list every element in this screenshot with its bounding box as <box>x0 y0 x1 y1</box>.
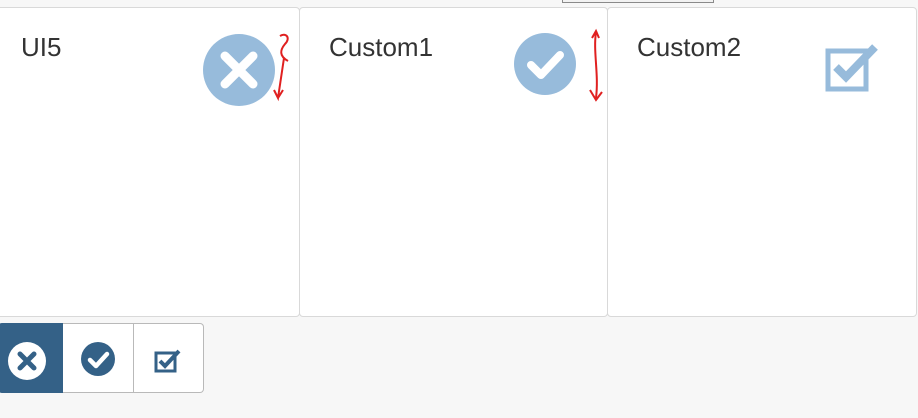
tile-custom1[interactable]: Custom1 <box>299 7 608 317</box>
checkbox-toggle-button[interactable] <box>134 323 204 393</box>
checkbox-checked-icon <box>154 349 181 373</box>
annotation-mark <box>273 33 289 102</box>
tile-ui5[interactable]: UI5 <box>0 7 300 317</box>
check-circle-icon <box>81 342 115 376</box>
bottom-band <box>0 393 918 418</box>
close-circle-icon <box>203 34 275 106</box>
tile-custom2[interactable]: Custom2 <box>607 7 917 317</box>
check-toggle-button[interactable] <box>63 323 134 393</box>
checkbox-checked-icon <box>825 44 878 92</box>
icon-segmented-toolbar <box>0 323 204 393</box>
tile-title: Custom2 <box>637 32 742 62</box>
tile-title: Custom1 <box>329 32 434 62</box>
top-scroll-strip <box>562 0 714 3</box>
close-toggle-button[interactable] <box>0 323 63 393</box>
tile-title: UI5 <box>21 32 62 62</box>
check-circle-icon <box>514 33 576 95</box>
annotation-mark <box>589 28 603 102</box>
close-circle-icon <box>8 342 46 380</box>
